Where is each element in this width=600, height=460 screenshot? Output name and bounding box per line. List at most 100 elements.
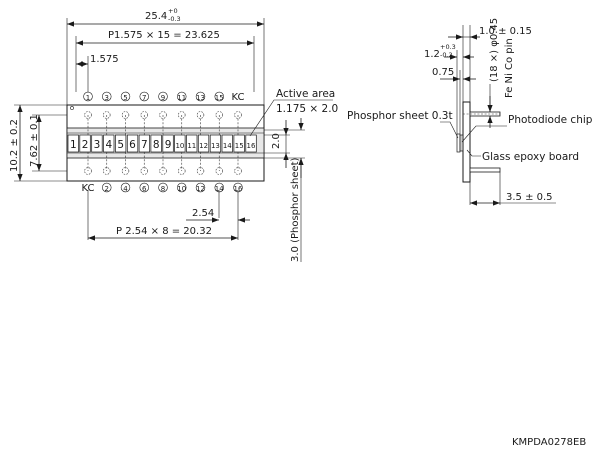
height-outer-label: 10.2 ± 0.2 bbox=[9, 119, 20, 172]
bottom-pin-label: 16 bbox=[234, 185, 243, 193]
pin-pad bbox=[178, 167, 186, 175]
pin-pad bbox=[121, 111, 130, 119]
element-number: 1 bbox=[70, 139, 77, 151]
height-pins-label: 7.62 ± 0.1 bbox=[29, 114, 40, 167]
pin-pitch-total-label: P 2.54 × 8 = 20.32 bbox=[116, 226, 212, 237]
top-pin-label: 5 bbox=[123, 94, 127, 102]
pin-pad bbox=[196, 167, 205, 175]
pin-number-ring bbox=[158, 182, 168, 193]
element-number: 12 bbox=[199, 142, 208, 150]
front-view: 25.4 +0 -0.3 P1.575 × 15 = 23.625 1.575 … bbox=[9, 7, 338, 262]
pin-pad bbox=[84, 111, 92, 119]
pin-pad bbox=[159, 167, 167, 175]
element-13 bbox=[209, 134, 222, 153]
element-15 bbox=[233, 134, 245, 153]
top-pin-label: 11 bbox=[177, 94, 186, 102]
pin-number-ring bbox=[177, 91, 187, 102]
pin-pad bbox=[140, 111, 148, 119]
top-pin-label: 7 bbox=[142, 94, 146, 102]
element-12 bbox=[197, 134, 210, 153]
side-top-dim-label: 1.0 ± 0.15 bbox=[479, 26, 532, 37]
pin-pad bbox=[215, 111, 223, 119]
bottom-pin-label: 6 bbox=[142, 185, 147, 193]
side-dim-12-minus: -0.2 bbox=[440, 51, 453, 59]
active-area-label: Active area bbox=[276, 88, 335, 100]
pitch-single-label: 1.575 bbox=[90, 54, 119, 65]
element-number: 3 bbox=[94, 139, 101, 151]
pin-diameter-label: (18 ×) φ0.45 bbox=[489, 18, 500, 82]
element-5 bbox=[115, 134, 127, 153]
element-6 bbox=[126, 134, 139, 153]
pin-number-ring bbox=[102, 182, 112, 193]
pin-pad bbox=[103, 167, 111, 175]
top-pin-label: 15 bbox=[215, 94, 224, 102]
element-number: 13 bbox=[211, 142, 220, 150]
element-11 bbox=[186, 134, 198, 153]
pin-number-ring bbox=[158, 91, 168, 102]
top-pin-label: KC bbox=[232, 92, 245, 103]
top-pin-label: 3 bbox=[105, 94, 109, 102]
element-height-label: 2.0 bbox=[271, 133, 282, 149]
bottom-pin-label: KC bbox=[82, 183, 95, 194]
element-number: 8 bbox=[153, 139, 160, 151]
photodiode-chip bbox=[459, 134, 464, 152]
pin-number-ring bbox=[177, 182, 187, 193]
document-code: KMPDA0278EB bbox=[512, 437, 586, 448]
element-number: 10 bbox=[175, 142, 184, 150]
side-view: 1.0 ± 0.15 1.2 +0.3 -0.2 0.75 (18 ×) φ0.… bbox=[347, 18, 593, 206]
bottom-pin-label: 10 bbox=[177, 185, 186, 193]
pin-length-label: 3.5 ± 0.5 bbox=[506, 192, 553, 203]
pin-pad bbox=[178, 111, 186, 119]
overall-width-label: 25.4 bbox=[145, 11, 167, 22]
element-16 bbox=[245, 134, 257, 153]
pin-number-ring bbox=[195, 182, 206, 193]
element-number: 11 bbox=[187, 142, 196, 150]
element-4 bbox=[103, 134, 115, 153]
phosphor-height-label: 3.0 (Phosphor sheet) bbox=[290, 157, 301, 262]
element-number: 6 bbox=[129, 139, 136, 151]
pin-pad bbox=[234, 167, 242, 175]
element-2 bbox=[79, 134, 91, 153]
pin-pad bbox=[234, 111, 242, 119]
side-dim-12-plus: +0.3 bbox=[440, 43, 456, 51]
top-pin-label: 13 bbox=[196, 94, 205, 102]
pin-pad bbox=[84, 167, 92, 175]
pin-number-ring bbox=[83, 91, 93, 102]
pin-pad bbox=[159, 111, 167, 119]
side-pin-lower bbox=[469, 167, 501, 173]
bottom-pin-label: 8 bbox=[161, 185, 165, 193]
bottom-pin-label: 2 bbox=[105, 185, 109, 193]
pin-number-ring bbox=[195, 91, 206, 102]
pin-number-ring bbox=[214, 91, 224, 102]
photodiode-chip-label: Photodiode chip bbox=[508, 114, 593, 126]
pitch-top-label: P1.575 × 15 = 23.625 bbox=[108, 30, 220, 41]
pin-material-label: Fe Ni Co pin bbox=[504, 38, 515, 98]
element-14 bbox=[221, 134, 233, 153]
top-pin-label: 1 bbox=[86, 94, 90, 102]
element-number: 9 bbox=[165, 139, 172, 151]
overall-width-tol-plus: +0 bbox=[168, 7, 178, 15]
element-number: 2 bbox=[82, 139, 89, 151]
element-number: 5 bbox=[117, 139, 124, 151]
pin-pad bbox=[121, 167, 130, 175]
element-number: 4 bbox=[105, 139, 112, 151]
pin-pitch-label: 2.54 bbox=[192, 208, 214, 219]
element-10 bbox=[174, 134, 186, 153]
element-number: 15 bbox=[235, 142, 244, 150]
phosphor-sheet-label: Phosphor sheet 0.3t bbox=[347, 110, 453, 122]
index-mark bbox=[70, 106, 74, 110]
pin-number-ring bbox=[139, 182, 149, 193]
pin-pad bbox=[196, 111, 205, 119]
element-1 bbox=[67, 134, 79, 153]
element-9 bbox=[162, 134, 174, 153]
pin-pad bbox=[103, 111, 111, 119]
bottom-pin-label: 4 bbox=[123, 185, 128, 193]
side-dim-075-label: 0.75 bbox=[432, 67, 454, 78]
side-dim-12-label: 1.2 bbox=[424, 49, 440, 60]
pin-pad bbox=[140, 167, 148, 175]
element-8 bbox=[150, 134, 162, 153]
pin-number-ring bbox=[102, 91, 112, 102]
